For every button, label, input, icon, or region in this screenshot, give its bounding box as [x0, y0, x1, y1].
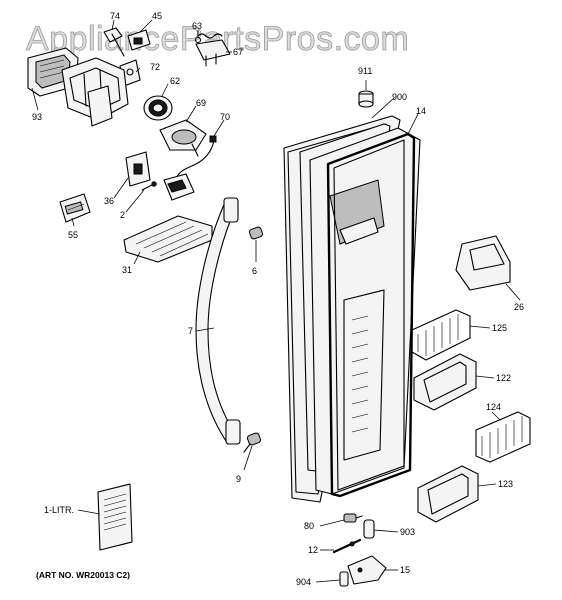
label-63: 63 [192, 21, 202, 31]
part-45-switch [127, 29, 151, 51]
door-inner-panel [309, 127, 421, 495]
part-122-door-bin [413, 353, 477, 411]
label-7: 7 [188, 326, 193, 336]
label-69: 69 [196, 98, 206, 108]
label-31: 31 [122, 265, 132, 275]
label-67: 67 [233, 47, 243, 57]
label-125: 125 [492, 323, 507, 333]
label-1-litr: 1-LITR. [44, 505, 74, 515]
part-55-light-switch [59, 193, 91, 223]
part-62-ring [143, 95, 173, 121]
label-62: 62 [170, 76, 180, 86]
part-93-dispenser-housing [27, 47, 79, 97]
label-900: 900 [392, 92, 407, 102]
part-6-handle-cap [248, 226, 264, 240]
part-125-wire-shelf [411, 309, 471, 361]
label-122: 122 [496, 373, 511, 383]
part-69-motor-mount [159, 119, 207, 157]
dispenser-chute-assembly [61, 57, 129, 127]
label-6: 6 [252, 266, 257, 276]
part-903-pin [363, 519, 375, 539]
label-45: 45 [152, 11, 162, 21]
part-7-door-handle [195, 197, 241, 445]
part-124-wire-shelf [475, 411, 531, 463]
part-911-cap [358, 90, 374, 108]
part-80-screw [343, 513, 363, 523]
art-number: (ART NO. WR20013 C2) [36, 570, 130, 580]
label-72: 72 [150, 62, 160, 72]
part-36-switch-bracket [125, 151, 151, 187]
label-904: 904 [296, 577, 311, 587]
label-93: 93 [32, 112, 42, 122]
label-9: 9 [236, 474, 241, 484]
part-123-door-bin [417, 465, 479, 523]
label-80: 80 [304, 521, 314, 531]
part-2-screw [141, 181, 157, 191]
label-124: 124 [486, 402, 501, 412]
label-55: 55 [68, 230, 78, 240]
label-123: 123 [498, 479, 513, 489]
label-2: 2 [120, 210, 125, 220]
label-911: 911 [358, 66, 372, 76]
part-9-handle-screw [243, 432, 262, 453]
label-15: 15 [400, 565, 410, 575]
label-70: 70 [220, 112, 230, 122]
label-903: 903 [400, 527, 415, 537]
part-904-bushing [339, 571, 349, 587]
part-31-dispenser-grille [123, 215, 213, 263]
leader-lines [31, 19, 521, 583]
label-14: 14 [416, 106, 426, 116]
part-67-damper-door [195, 39, 231, 67]
label-36: 36 [104, 196, 114, 206]
label-74: 74 [110, 11, 120, 21]
part-70-wire-harness [163, 135, 217, 201]
label-26: 26 [514, 302, 524, 312]
label-12: 12 [308, 545, 318, 555]
part-15-hinge [347, 555, 387, 585]
part-26-cover [455, 235, 511, 291]
watermark-text: AppliancePartsPros.com [26, 20, 409, 58]
use-and-care-manual [97, 483, 133, 551]
part-12-hinge-pin [332, 538, 362, 554]
